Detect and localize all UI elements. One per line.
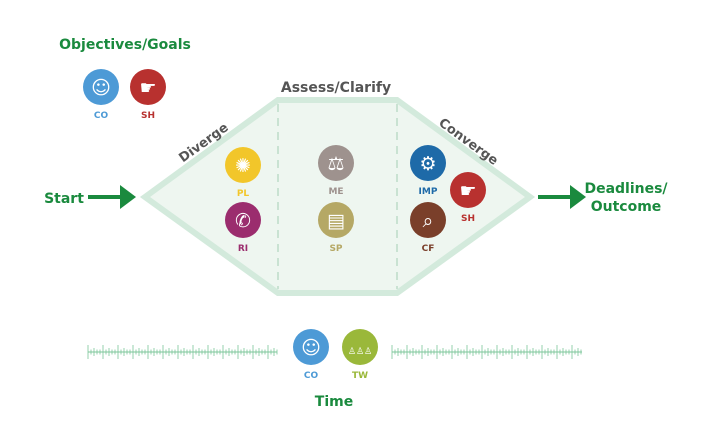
phone-icon: ✆ [235, 210, 251, 232]
deadlines-label: Deadlines/ [584, 181, 668, 197]
scales-icon: ⚖ [327, 153, 344, 175]
outcome-arrow [538, 185, 586, 209]
role-abbr: SP [329, 244, 342, 254]
timeline-right [391, 345, 582, 359]
role-abbr: RI [238, 244, 248, 254]
pointing-hand-icon: ☛ [139, 77, 156, 99]
role-tw: ♙♙♙ TW [342, 329, 378, 381]
role-circle [293, 329, 329, 365]
role-abbr: IMP [419, 187, 438, 197]
role-cf: ⌕ CF [410, 202, 446, 254]
role-circle [342, 329, 378, 365]
time-label: Time [315, 394, 353, 410]
conductor-icon: ☺ [301, 337, 321, 359]
timeline-left [87, 345, 278, 359]
role-circle [318, 202, 354, 238]
role-circle [225, 202, 261, 238]
gears-icon: ⚙ [419, 153, 436, 175]
role-abbr: PL [237, 189, 250, 199]
role-pl: ✺ PL [225, 147, 261, 199]
pointing-hand-icon: ☛ [459, 180, 476, 202]
role-circle [450, 172, 486, 208]
role-sh-converge: ☛ SH [450, 172, 486, 224]
role-circle [410, 145, 446, 181]
role-abbr: CO [94, 111, 109, 121]
role-abbr: ME [328, 187, 343, 197]
role-me: ⚖ ME [318, 145, 354, 197]
role-circle [225, 147, 261, 183]
outcome-label: Outcome [591, 199, 662, 215]
role-abbr: SH [461, 214, 475, 224]
role-circle [318, 145, 354, 181]
role-circle [83, 69, 119, 105]
role-abbr: TW [352, 371, 368, 381]
role-abbr: CF [422, 244, 435, 254]
role-sh-objectives: ☛ SH [130, 69, 166, 121]
start-arrow [88, 185, 136, 209]
role-icons: ☺ CO ☛ SH ✺ PL ✆ RI ⚖ ME ▤ SP ⚙ IMP ☛ SH ⌕ CF ☺ CO ♙♙♙ TW [83, 69, 486, 381]
role-abbr: SH [141, 111, 155, 121]
objectives-label: Objectives/Goals [59, 37, 191, 53]
start-label: Start [44, 191, 84, 207]
role-sp: ▤ SP [318, 202, 354, 254]
role-co-time: ☺ CO [293, 329, 329, 381]
assess-label: Assess/Clarify [281, 80, 391, 96]
role-co-objectives: ☺ CO [83, 69, 119, 121]
book-icon: ▤ [327, 210, 345, 232]
conductor-icon: ☺ [91, 77, 111, 99]
role-circle [130, 69, 166, 105]
teamwork-icon: ♙♙♙ [348, 347, 372, 357]
role-ri: ✆ RI [225, 202, 261, 254]
role-circle [410, 202, 446, 238]
role-imp: ⚙ IMP [410, 145, 446, 197]
magnifier-document-icon: ⌕ [423, 210, 434, 232]
role-abbr: CO [304, 371, 319, 381]
lightbulb-icon: ✺ [235, 155, 251, 177]
